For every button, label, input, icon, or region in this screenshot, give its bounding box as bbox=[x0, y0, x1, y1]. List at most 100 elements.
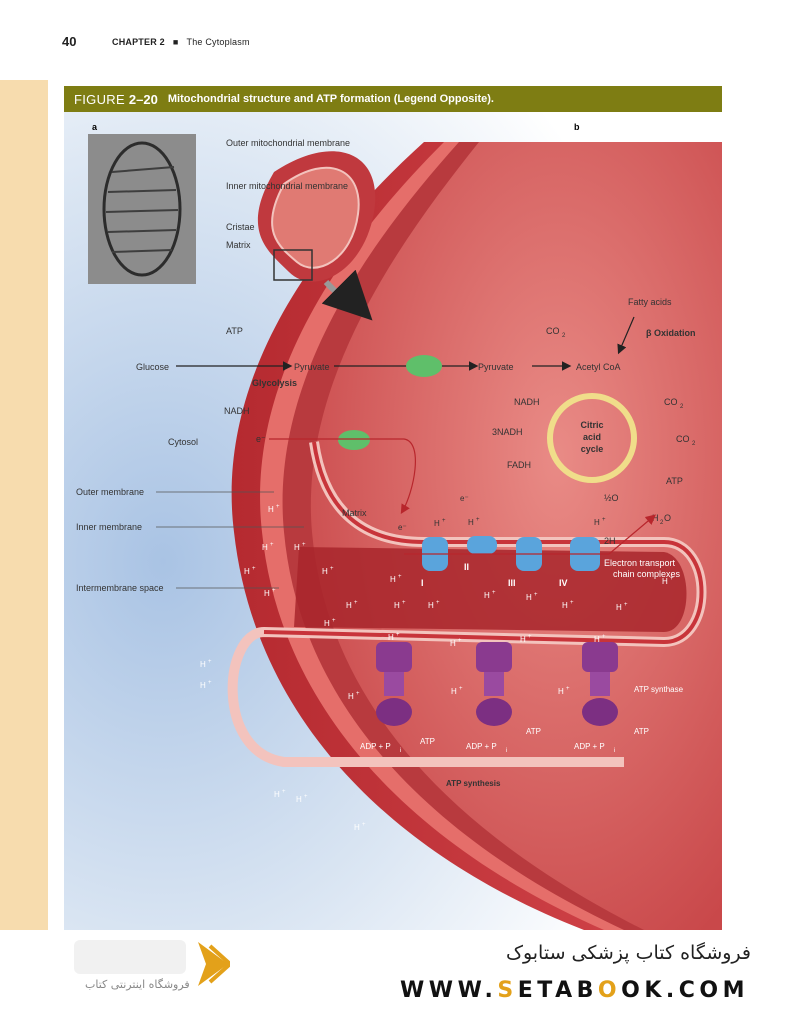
svg-text:e⁻: e⁻ bbox=[398, 523, 407, 532]
micrograph-cristae bbox=[102, 141, 182, 277]
svg-text:H: H bbox=[262, 543, 268, 552]
svg-text:CO: CO bbox=[546, 326, 560, 336]
svg-text:ADP + P: ADP + P bbox=[574, 742, 605, 751]
svg-text:H: H bbox=[520, 635, 526, 644]
label-outer-membrane: Outer membrane bbox=[76, 487, 144, 497]
svg-text:i: i bbox=[614, 748, 615, 754]
svg-text:acid: acid bbox=[583, 432, 601, 442]
svg-text:+: + bbox=[208, 680, 212, 686]
section-title: The Cytoplasm bbox=[186, 37, 250, 47]
label-intermembrane: Intermembrane space bbox=[76, 583, 164, 593]
chapter-label: CHAPTER 2 bbox=[112, 37, 165, 47]
fatty-acid-arrow bbox=[617, 316, 635, 355]
svg-text:e⁻: e⁻ bbox=[460, 494, 469, 503]
store-url: WWW.SETABOOK.COM bbox=[400, 978, 749, 1003]
svg-text:2: 2 bbox=[562, 333, 566, 339]
svg-text:ADP + P: ADP + P bbox=[466, 742, 497, 751]
figure-title-bar: FIGURE 2–20 Mitochondrial structure and … bbox=[64, 86, 722, 112]
figure-illustration: Outer mitochondrial membrane Inner mitoc… bbox=[64, 112, 722, 930]
page-margin-band bbox=[0, 80, 48, 930]
svg-text:+: + bbox=[624, 602, 628, 608]
pyruvate-transporter bbox=[406, 355, 442, 377]
svg-text:H: H bbox=[244, 567, 250, 576]
svg-text:ATP: ATP bbox=[420, 737, 435, 746]
svg-text:Electron transport: Electron transport bbox=[604, 558, 676, 568]
svg-text:H: H bbox=[616, 603, 622, 612]
figure-title: Mitochondrial structure and ATP formatio… bbox=[167, 93, 494, 105]
svg-text:H: H bbox=[200, 681, 206, 690]
atp-synthase-2 bbox=[476, 642, 512, 726]
svg-text:+: + bbox=[476, 517, 480, 523]
header-separator: ■ bbox=[172, 37, 179, 47]
glycolysis-labels: ATP Glucose Pyruvate Glycolysis NADH e⁻ … bbox=[136, 326, 330, 447]
etc-label: Electron transport chain complexes bbox=[604, 558, 681, 579]
svg-text:H: H bbox=[324, 619, 330, 628]
svg-text:H: H bbox=[264, 589, 270, 598]
label-fatty-acids: Fatty acids bbox=[628, 297, 672, 307]
svg-text:H: H bbox=[348, 692, 354, 701]
label-atp-tca: ATP bbox=[666, 476, 683, 486]
svg-text:H: H bbox=[428, 601, 434, 610]
svg-text:II: II bbox=[464, 562, 469, 572]
svg-text:H: H bbox=[451, 687, 457, 696]
label-h2o: H bbox=[652, 513, 659, 523]
label-fadh2: FADH bbox=[507, 460, 531, 470]
micrograph bbox=[88, 134, 196, 284]
svg-text:+: + bbox=[670, 576, 674, 582]
svg-text:+: + bbox=[354, 600, 358, 606]
svg-text:+: + bbox=[396, 632, 400, 638]
svg-text:+: + bbox=[534, 592, 538, 598]
svg-text:H: H bbox=[468, 518, 474, 527]
citric-acid-cycle-ring bbox=[547, 393, 637, 483]
svg-text:+: + bbox=[436, 600, 440, 606]
svg-text:+: + bbox=[302, 542, 306, 548]
svg-text:H: H bbox=[268, 505, 274, 514]
svg-text:2: 2 bbox=[680, 404, 684, 410]
svg-text:H: H bbox=[200, 660, 206, 669]
svg-text:ADP + P: ADP + P bbox=[360, 742, 391, 751]
atp-synthase-3 bbox=[582, 642, 618, 726]
membrane-labels: Outer membrane Inner membrane Intermembr… bbox=[76, 487, 367, 593]
running-header: CHAPTER 2 ■ The Cytoplasm bbox=[112, 37, 250, 47]
label-nadh: NADH bbox=[514, 397, 540, 407]
svg-text:H: H bbox=[296, 795, 302, 804]
svg-text:+: + bbox=[332, 618, 336, 624]
svg-text:+: + bbox=[458, 638, 462, 644]
svg-text:ATP: ATP bbox=[634, 727, 649, 736]
svg-text:+: + bbox=[330, 566, 334, 572]
label-matrix-mito: Matrix bbox=[226, 240, 251, 250]
electron-path bbox=[269, 438, 416, 515]
svg-text:+: + bbox=[566, 686, 570, 692]
svg-text:III: III bbox=[508, 578, 516, 588]
matrix-region bbox=[310, 142, 722, 930]
complex-labels: I II III IV bbox=[421, 562, 568, 588]
svg-text:+: + bbox=[528, 634, 532, 640]
label-e-minus: e⁻ bbox=[256, 434, 266, 444]
svg-text:i: i bbox=[400, 748, 401, 754]
svg-text:H: H bbox=[558, 687, 564, 696]
zoom-arrow bbox=[321, 269, 373, 321]
label-inner-membrane: Inner membrane bbox=[76, 522, 142, 532]
svg-text:H: H bbox=[594, 518, 600, 527]
label-inner-mito: Inner mitochondrial membrane bbox=[226, 181, 348, 191]
complex-ii bbox=[467, 536, 497, 554]
setabook-logo bbox=[74, 940, 230, 986]
label-glycolysis: Glycolysis bbox=[252, 378, 297, 388]
svg-text:CO: CO bbox=[664, 397, 678, 407]
label-pyruvate-mito: Pyruvate bbox=[478, 362, 514, 372]
svg-text:H: H bbox=[662, 577, 668, 586]
svg-text:H: H bbox=[562, 601, 568, 610]
svg-text:cycle: cycle bbox=[581, 444, 604, 454]
label-3nadh: 3NADH bbox=[492, 427, 523, 437]
svg-text:H: H bbox=[434, 519, 440, 528]
svg-text:H: H bbox=[322, 567, 328, 576]
svg-text:O: O bbox=[664, 513, 671, 523]
zoom-box bbox=[273, 249, 313, 281]
svg-text:2: 2 bbox=[692, 441, 696, 447]
electron-shuttle bbox=[338, 430, 370, 450]
svg-text:+: + bbox=[459, 686, 463, 692]
label-beta-oxidation: β Oxidation bbox=[646, 328, 696, 338]
svg-text:H: H bbox=[484, 591, 490, 600]
page-number: 40 bbox=[62, 34, 77, 49]
